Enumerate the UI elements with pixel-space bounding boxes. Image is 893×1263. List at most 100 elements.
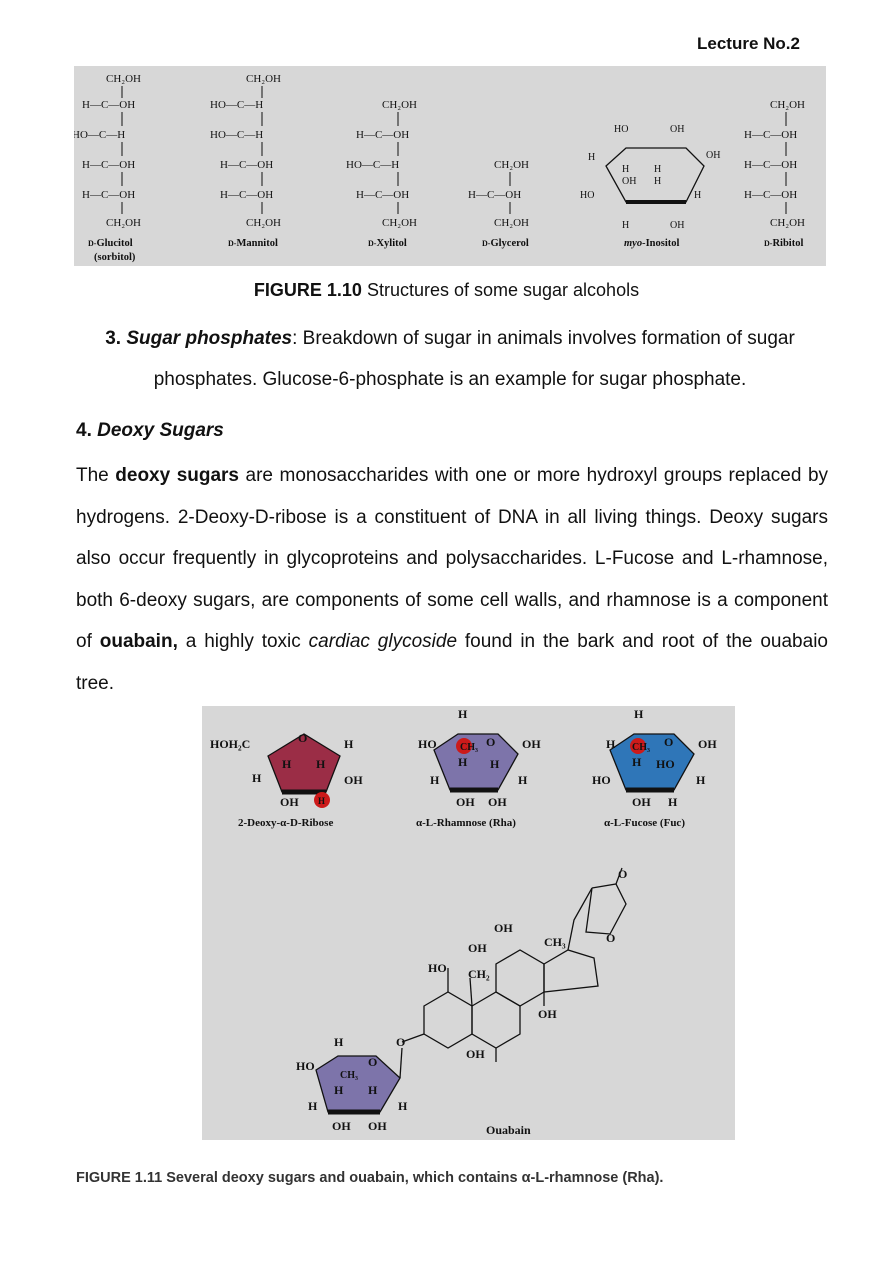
svg-text:CH₂: CH₂ — [468, 967, 490, 981]
svg-text:H: H — [588, 152, 595, 163]
svg-text:O: O — [298, 731, 307, 745]
svg-text:H: H — [622, 220, 629, 231]
label-ouabain: Ouabain — [486, 1123, 531, 1137]
svg-text:OH: OH — [670, 124, 684, 135]
svg-text:HO: HO — [428, 961, 447, 975]
compound-name-xylitol: D-Xylitol — [368, 238, 407, 249]
svg-text:OH: OH — [622, 176, 636, 187]
svg-text:H: H — [334, 1035, 344, 1049]
svg-text:OH: OH — [670, 220, 684, 231]
svg-text:OH: OH — [494, 921, 513, 935]
section-3-title: Sugar phosphates — [126, 328, 293, 349]
ribitol-structure: CH₂OH H—C—OH H—C—OH H—C—OH CH₂OH — [744, 99, 805, 229]
label-deoxyribose: 2-Deoxy-α-D-Ribose — [238, 817, 333, 829]
svg-text:CH₂OH: CH₂OH — [494, 217, 529, 229]
svg-text:OH: OH — [280, 795, 299, 809]
ouabain-structure — [401, 867, 627, 1062]
svg-text:H: H — [490, 757, 500, 771]
svg-text:H—C—OH: H—C—OH — [82, 159, 135, 171]
mannitol-structure: CH₂OH HO—C—H HO—C—H H—C—OH H—C—OH CH₂OH — [210, 73, 281, 229]
svg-text:CH₃: CH₃ — [632, 742, 650, 753]
svg-text:CH₂OH: CH₂OH — [382, 99, 417, 111]
svg-text:HOH₂C: HOH₂C — [210, 737, 250, 751]
svg-text:H—C—OH: H—C—OH — [82, 99, 135, 111]
svg-text:OH: OH — [344, 773, 363, 787]
svg-text:H: H — [458, 707, 468, 721]
lecture-header: Lecture No.2 — [697, 34, 800, 53]
svg-text:HO—C—H: HO—C—H — [210, 99, 263, 111]
svg-text:H: H — [318, 796, 325, 806]
svg-text:H: H — [654, 164, 661, 175]
section-3-text: : Breakdown of sugar in animals involves… — [153, 328, 795, 390]
section-4-heading: 4. Deoxy Sugars — [76, 420, 224, 442]
svg-text:H—C—OH: H—C—OH — [356, 189, 409, 201]
svg-text:HO: HO — [296, 1059, 315, 1073]
figure-1-11-caption: FIGURE 1.11 Several deoxy sugars and oua… — [76, 1170, 664, 1186]
figure-1-10-text: Structures of some sugar alcohols — [361, 280, 640, 300]
svg-text:O: O — [486, 735, 495, 749]
svg-text:OH: OH — [368, 1119, 387, 1133]
svg-text:O: O — [368, 1055, 377, 1069]
svg-text:O: O — [606, 931, 615, 945]
svg-text:OH: OH — [632, 795, 651, 809]
svg-text:OH: OH — [706, 150, 720, 161]
svg-text:O: O — [618, 867, 627, 881]
svg-text:H: H — [606, 737, 616, 751]
svg-text:H: H — [694, 190, 701, 201]
svg-text:CH₂OH: CH₂OH — [382, 217, 417, 229]
svg-text:HO: HO — [614, 124, 628, 135]
svg-text:HO: HO — [592, 773, 611, 787]
svg-text:H: H — [668, 795, 678, 809]
svg-text:CH₃: CH₃ — [544, 935, 566, 949]
svg-text:H: H — [252, 771, 262, 785]
glycerol-structure: CH₂OH H—C—OH CH₂OH — [468, 159, 529, 229]
svg-text:CH₃: CH₃ — [340, 1070, 358, 1081]
svg-text:CH₂OH: CH₂OH — [246, 73, 281, 85]
svg-text:OH: OH — [488, 795, 507, 809]
svg-text:HO: HO — [580, 190, 594, 201]
svg-text:OH: OH — [698, 737, 717, 751]
section-3-number: 3. — [105, 328, 122, 349]
svg-text:H—C—OH: H—C—OH — [356, 129, 409, 141]
xylitol-structure: CH₂OH H—C—OH HO—C—H H—C—OH CH₂OH — [346, 99, 417, 229]
svg-text:HO: HO — [656, 757, 675, 771]
svg-text:H—C—OH: H—C—OH — [744, 129, 797, 141]
svg-text:HO: HO — [418, 737, 437, 751]
svg-text:H—C—OH: H—C—OH — [744, 159, 797, 171]
svg-text:H: H — [282, 757, 292, 771]
section-4-title: Deoxy Sugars — [97, 420, 224, 441]
svg-text:CH₂OH: CH₂OH — [770, 217, 805, 229]
figure-sugar-alcohols: CH₂OH H—C—OH HO—C—H H—C—OH H—C—OH CH₂OH … — [72, 66, 826, 266]
compound-name-inositol: myo-Inositol — [624, 238, 680, 249]
svg-text:CH₃: CH₃ — [460, 742, 478, 753]
svg-text:HO—C—H: HO—C—H — [210, 129, 263, 141]
label-fucose: α-L-Fucose (Fuc) — [604, 817, 685, 829]
svg-text:HO—C—H: HO—C—H — [346, 159, 399, 171]
svg-text:O: O — [664, 735, 673, 749]
compound-extra-glucitol: (sorbitol) — [94, 252, 136, 263]
svg-text:CH₂OH: CH₂OH — [106, 217, 141, 229]
label-rhamnose: α-L-Rhamnose (Rha) — [416, 817, 516, 829]
svg-text:H: H — [430, 773, 440, 787]
section-4-paragraph: The deoxy sugars are monosaccharides wit… — [76, 465, 829, 694]
svg-text:H—C—OH: H—C—OH — [82, 189, 135, 201]
svg-text:H: H — [308, 1099, 318, 1113]
svg-text:OH: OH — [332, 1119, 351, 1133]
section-3-paragraph: 3. Sugar phosphates: Breakdown of sugar … — [80, 318, 820, 400]
svg-text:CH₂OH: CH₂OH — [770, 99, 805, 111]
svg-text:OH: OH — [538, 1007, 557, 1021]
svg-text:H: H — [696, 773, 706, 787]
svg-text:H: H — [654, 176, 661, 187]
term-ouabain: ouabain, — [99, 631, 178, 652]
svg-text:H: H — [458, 755, 468, 769]
svg-text:H—C—OH: H—C—OH — [220, 159, 273, 171]
svg-text:CH₂OH: CH₂OH — [246, 217, 281, 229]
svg-text:H—C—OH: H—C—OH — [744, 189, 797, 201]
svg-text:H: H — [518, 773, 528, 787]
compound-name-glucitol: D-Glucitol — [88, 238, 133, 249]
